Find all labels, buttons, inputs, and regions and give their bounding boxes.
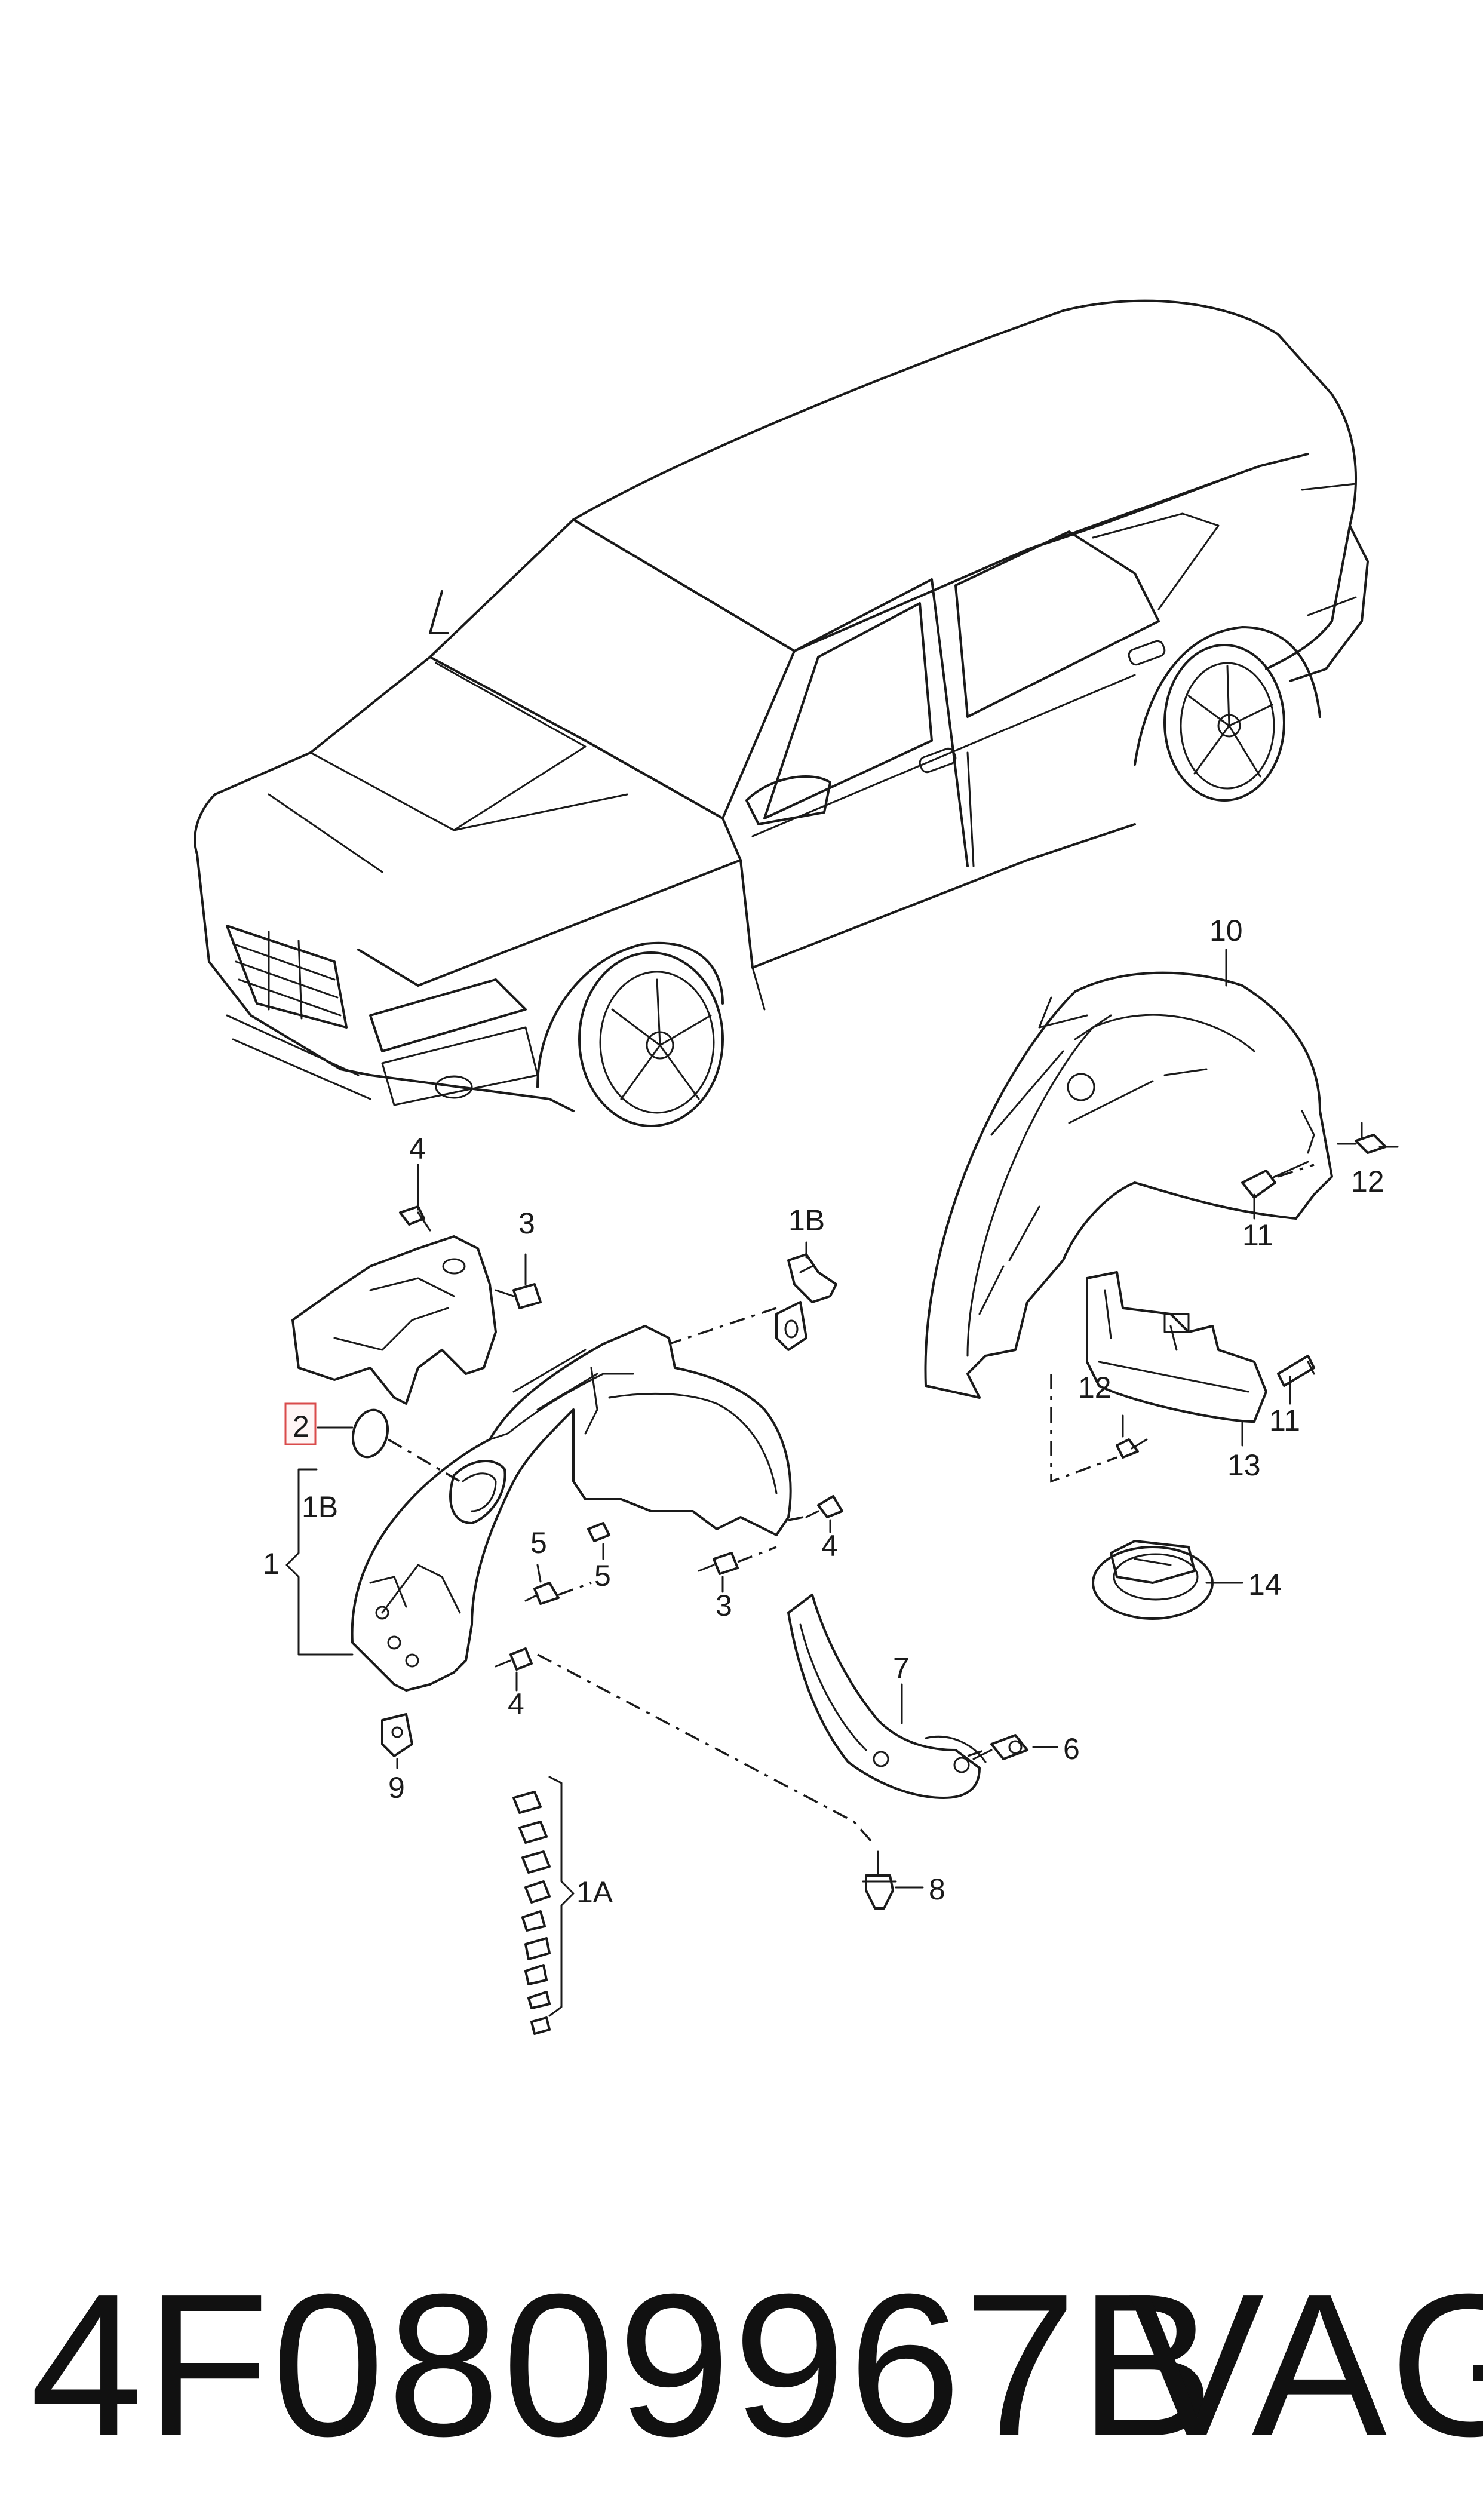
part-1A-fastener-set — [512, 1791, 551, 2035]
callout-4-top: 4 — [409, 1132, 426, 1165]
callout-5-b: 5 — [594, 1559, 611, 1592]
callout-12-mid: 12 — [1078, 1371, 1112, 1404]
part-2-cap — [352, 1408, 389, 1459]
callout-3-top: 3 — [518, 1207, 535, 1240]
part-number: 4F0809967B — [30, 2252, 1217, 2479]
fastener-11-12-top — [1241, 1134, 1399, 1199]
callout-1A: 1A — [576, 1876, 613, 1909]
part-1-front-liner — [351, 1325, 792, 1692]
callout-1B-top: 1B — [788, 1204, 825, 1237]
callout-5-a: 5 — [530, 1526, 547, 1560]
callout-8: 8 — [929, 1873, 945, 1906]
callout-7: 7 — [893, 1652, 910, 1685]
callout-11-top: 11 — [1242, 1218, 1273, 1252]
callout-9: 9 — [388, 1771, 405, 1804]
callout-12-top: 12 — [1351, 1165, 1384, 1198]
part-10-rear-liner — [924, 971, 1333, 1399]
front-upper-bracket — [291, 1205, 542, 1405]
callout-1: 1 — [263, 1547, 280, 1580]
callout-14: 14 — [1248, 1568, 1282, 1601]
callout-10: 10 — [1209, 914, 1243, 947]
fasteners-front — [381, 1495, 843, 1757]
callout-4-mid: 4 — [821, 1529, 838, 1563]
callout-13: 13 — [1227, 1448, 1261, 1482]
callout-4-bottom: 4 — [508, 1687, 524, 1721]
callout-2-highlight — [284, 1402, 317, 1445]
brand-name: VAG — [1129, 2252, 1483, 2479]
callout-labels: 10 12 11 12 11 13 14 4 3 1B 2 1B 1 5 5 3… — [263, 914, 1384, 1909]
part-13-bracket — [1086, 1271, 1315, 1459]
callout-11-mid: 11 — [1269, 1404, 1300, 1437]
callout-3-bottom: 3 — [716, 1589, 732, 1622]
part-8-clip — [862, 1850, 897, 1910]
callout-1B-left: 1B — [302, 1490, 338, 1524]
part-1B-clip — [775, 1253, 837, 1351]
part-14-plug — [1092, 1540, 1214, 1620]
callout-6: 6 — [1063, 1732, 1080, 1766]
part-6-screw — [972, 1734, 1028, 1760]
part-7-strip — [787, 1594, 987, 1799]
callout-2: 2 — [293, 1410, 309, 1443]
footer: 4F0809967B VAG — [0, 2246, 1483, 2497]
car-illustration — [194, 299, 1369, 1127]
leader-lines — [285, 949, 1363, 2017]
